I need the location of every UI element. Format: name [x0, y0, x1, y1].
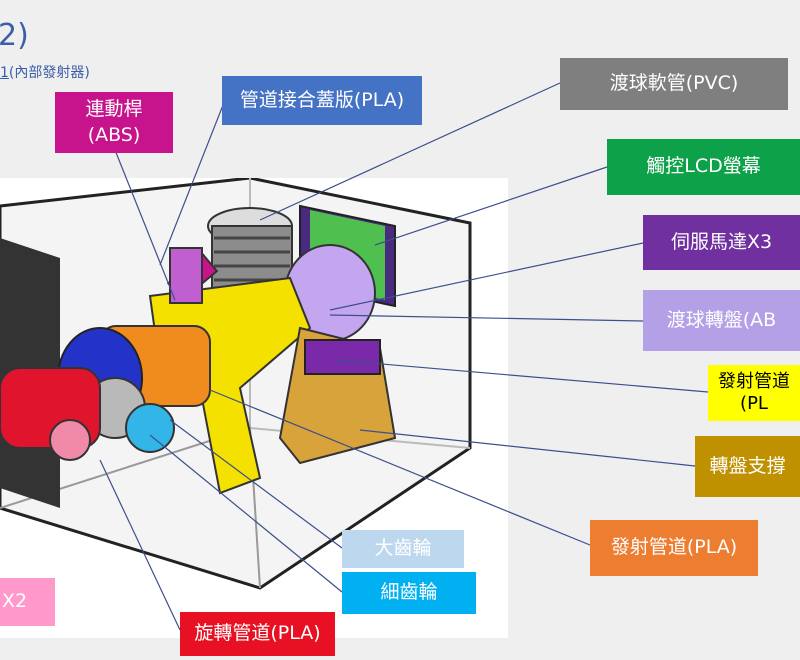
subtitle-text: (內部發射器) — [8, 65, 90, 81]
device-illustration — [0, 176, 508, 638]
label-turntable-support: 轉盤支撐 — [695, 436, 800, 497]
label-pipe-cover: 管道接合蓋版(PLA) — [222, 76, 422, 125]
subtitle-link[interactable]: 1 — [0, 65, 9, 81]
small-gear — [125, 403, 175, 453]
label-launch-pipe-partial: 發射管道 (PL — [708, 365, 800, 421]
label-ball-turntable: 渡球轉盤(AB — [643, 290, 800, 351]
label-ball-hose: 渡球軟管(PVC) — [560, 58, 788, 110]
label-launch-pipe: 發射管道(PLA) — [590, 520, 758, 576]
label-touch-lcd: 觸控LCD螢幕 — [607, 139, 800, 195]
label-servo: 伺服馬達X3 — [643, 215, 800, 270]
device-sketch — [0, 176, 472, 590]
label-big-gear: 大齒輪 — [342, 530, 464, 568]
linkage-block — [169, 247, 203, 304]
servo-motor — [304, 339, 381, 375]
label-linkage-rod: 連動桿 (ABS) — [55, 92, 173, 153]
slide-title: 2) — [0, 18, 29, 53]
label-rotating-pipe: 旋轉管道(PLA) — [180, 612, 335, 656]
label-motor-x2: X2 — [0, 578, 55, 626]
label-small-gear: 細齒輪 — [342, 572, 476, 614]
slide-subtitle: 1(內部發射器) — [0, 62, 90, 82]
box-inner-edge-2 — [0, 426, 261, 589]
pink-motor — [49, 419, 91, 461]
hose-ribs — [214, 236, 290, 282]
